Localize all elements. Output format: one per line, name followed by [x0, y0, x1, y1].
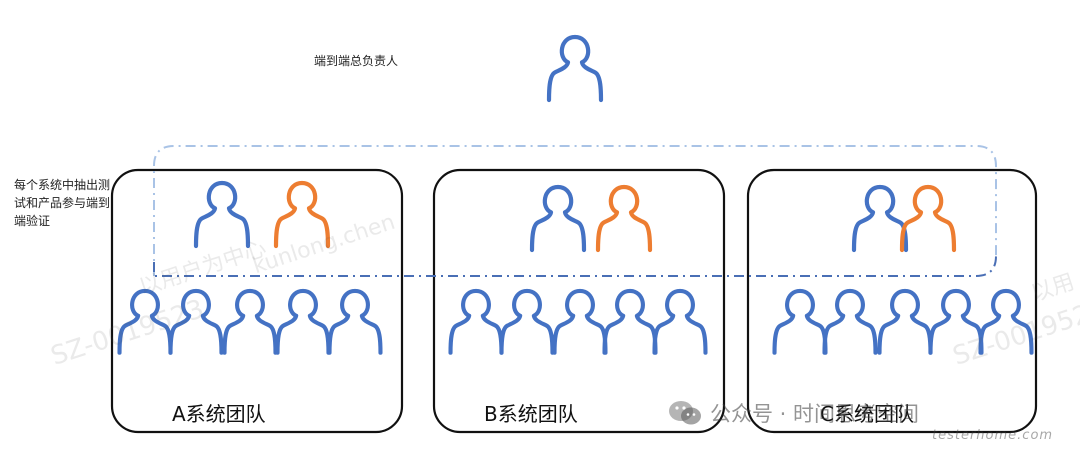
person-icon: [117, 288, 173, 355]
person-icon: [822, 288, 878, 355]
e2e-team-border-bottom: [153, 255, 997, 277]
footer-account-text: 公众号 · 时间思考空间: [710, 402, 920, 426]
person-icon: [546, 34, 604, 103]
person-icon: [899, 184, 957, 253]
team-c-frame: [746, 168, 1038, 434]
person-icon: [978, 288, 1034, 355]
person-icon: [595, 184, 653, 253]
person-icon: [448, 288, 504, 355]
lead-label: 端到端总负责人: [314, 54, 399, 68]
person-icon: [168, 288, 224, 355]
person-icon: [193, 180, 251, 249]
team-a-label: A系统团队: [172, 402, 266, 426]
e2e-team-border-top: [153, 145, 997, 276]
person-icon: [499, 288, 555, 355]
person-icon: [222, 288, 278, 355]
site-watermark: testerhome.com: [932, 428, 1054, 443]
person-icon: [652, 288, 708, 355]
person-icon: [529, 184, 587, 253]
person-icon: [851, 184, 909, 253]
team-a-frame: [110, 168, 404, 434]
person-icon: [602, 288, 658, 355]
wechat-icon: [668, 399, 702, 427]
person-icon: [552, 288, 608, 355]
person-icon: [327, 288, 383, 355]
person-icon: [877, 288, 933, 355]
team-c-label: C系统团队: [820, 402, 914, 426]
team-b-label: B系统团队: [484, 402, 578, 426]
team-b-frame: [432, 168, 726, 434]
person-icon: [275, 288, 331, 355]
side-note-label: 每个系统中抽出测试和产品参与端到端验证: [14, 178, 111, 228]
person-icon: [928, 288, 984, 355]
footer-account: 公众号 · 时间思考空间: [668, 398, 919, 428]
person-icon: [273, 180, 331, 249]
person-icon: [772, 288, 828, 355]
